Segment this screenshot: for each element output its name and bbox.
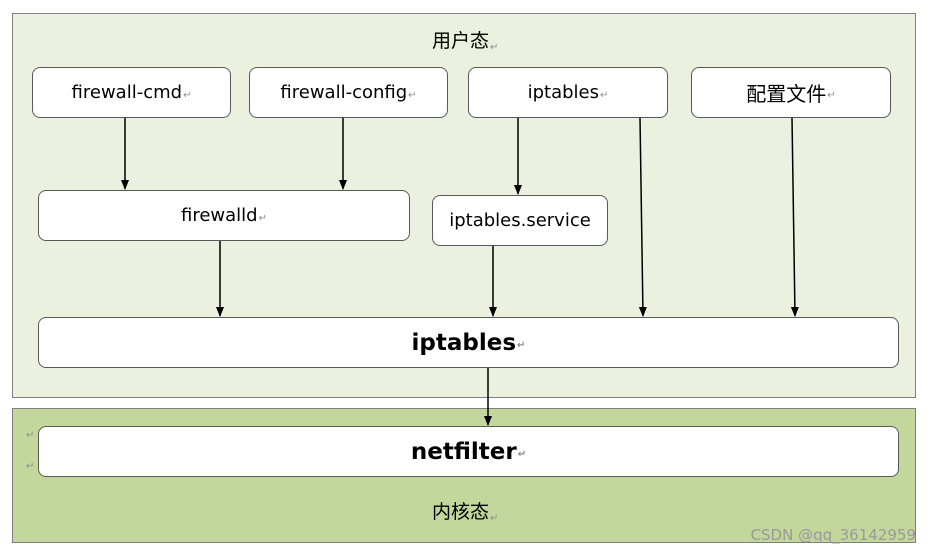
paragraph-mark: ↵ xyxy=(26,461,35,472)
node-firewalld: firewalld↵ xyxy=(38,190,410,241)
user-space-label: 用户态↵ xyxy=(432,30,499,53)
node-iptables-tool: iptables↵ xyxy=(468,67,668,118)
node-iptables-service: iptables.service xyxy=(432,195,608,246)
edge-config-files-to-iptables-core xyxy=(790,117,799,317)
node-firewall-config: firewall-config↵ xyxy=(249,67,448,118)
paragraph-mark: ↵ xyxy=(26,430,35,441)
node-firewall-cmd: firewall-cmd↵ xyxy=(32,67,231,118)
node-iptables-core: iptables↵ xyxy=(38,317,899,368)
node-config-files: 配置文件↵ xyxy=(691,67,891,118)
edge-iptables-tool-to-iptables-core xyxy=(638,117,647,317)
node-netfilter: netfilter↵ xyxy=(38,426,899,477)
watermark: CSDN @qq_36142959 xyxy=(750,526,916,544)
kernel-space-label: 内核态↵ xyxy=(432,501,499,524)
